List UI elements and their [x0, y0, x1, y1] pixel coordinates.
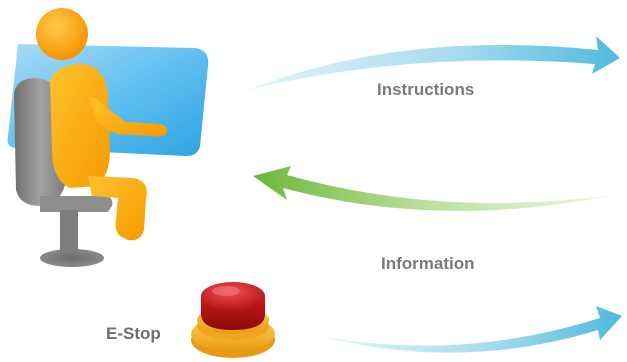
instructions-label: Instructions: [377, 80, 475, 99]
head-icon: [36, 8, 88, 60]
information-arrow: [253, 166, 614, 211]
operator-figure-icon: [7, 8, 209, 267]
information-label: Information: [381, 254, 475, 273]
estop-arrow: [320, 306, 622, 353]
estop-label: E-Stop: [106, 324, 161, 343]
chair-base-icon: [40, 249, 104, 267]
instructions-arrow: [248, 36, 620, 90]
emergency-stop-button-icon: [191, 282, 275, 358]
